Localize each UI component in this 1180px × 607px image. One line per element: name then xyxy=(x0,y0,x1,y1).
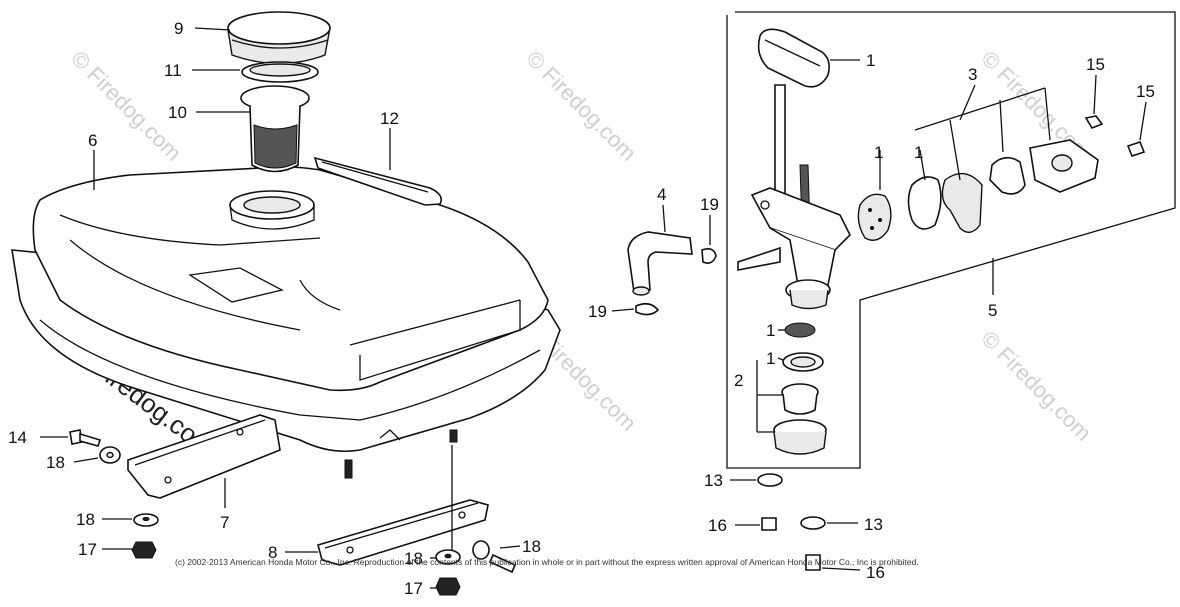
watermark-2: © Firedog.com xyxy=(521,46,641,166)
callout-5: 5 xyxy=(988,301,997,320)
clip-19b xyxy=(635,302,660,316)
washer-13a xyxy=(757,473,783,487)
callout-4: 4 xyxy=(657,185,666,204)
callout-12: 12 xyxy=(380,109,399,128)
callout-1b: 1 xyxy=(874,143,883,162)
clip-19a xyxy=(701,248,717,264)
bolt-16b xyxy=(805,554,821,571)
callout-1d: 1 xyxy=(766,321,775,340)
cap-gasket xyxy=(241,61,319,83)
callout-13a: 13 xyxy=(704,471,723,490)
screw-18 xyxy=(488,553,517,574)
fuel-valve-box xyxy=(726,11,1176,469)
callout-17a: 17 xyxy=(78,540,97,559)
callout-7: 7 xyxy=(220,513,229,532)
callout-2: 2 xyxy=(734,371,743,390)
callout-19b: 19 xyxy=(588,302,607,321)
bolt-16a xyxy=(761,517,777,531)
callout-18b: 18 xyxy=(76,510,95,529)
callout-11: 11 xyxy=(164,61,182,80)
callout-18c: 18 xyxy=(404,549,423,568)
fuel-hose xyxy=(627,231,693,296)
washer-13b xyxy=(800,516,826,530)
sediment-cup-parts xyxy=(773,322,827,455)
nut-17b xyxy=(435,577,461,596)
callout-16a: 16 xyxy=(708,516,727,535)
callout-16b: 16 xyxy=(866,563,885,582)
leader-lines xyxy=(40,27,1147,589)
tank-strap xyxy=(313,156,443,206)
filler-cap xyxy=(227,11,331,65)
callout-15a: 15 xyxy=(1086,55,1105,74)
screw-15a xyxy=(1084,115,1104,129)
fuel-strainer xyxy=(240,85,310,173)
oring-top xyxy=(757,28,830,88)
callout-1a: 1 xyxy=(866,51,875,70)
copyright-notice: (c) 2002-2013 American Honda Motor Co., … xyxy=(175,557,919,567)
washer-18d xyxy=(472,540,490,560)
callout-9: 9 xyxy=(174,19,183,38)
callout-1e: 1 xyxy=(766,349,775,368)
callout-19a: 19 xyxy=(700,195,719,214)
callout-17b: 17 xyxy=(404,579,423,598)
callout-1c: 1 xyxy=(914,143,923,162)
valve-lever-parts xyxy=(857,139,1099,241)
callout-3: 3 xyxy=(968,65,977,84)
callout-6: 6 xyxy=(88,131,97,150)
fuel-valve xyxy=(737,84,851,310)
callout-14: 14 xyxy=(8,428,27,447)
callout-13b: 13 xyxy=(864,515,883,534)
callout-10: 10 xyxy=(168,103,187,122)
screw-15b xyxy=(1126,141,1146,157)
callout-15b: 15 xyxy=(1136,82,1155,101)
fuel-tank xyxy=(11,166,561,479)
callout-18a: 18 xyxy=(46,453,65,472)
watermark-5: © Firedog.com xyxy=(976,326,1096,446)
lower-bracket xyxy=(317,499,489,566)
left-bracket xyxy=(127,414,281,499)
bolt-14 xyxy=(69,429,102,447)
callout-numbers: 9 11 10 12 6 14 18 18 7 17 8 18 18 17 4 … xyxy=(8,19,1155,598)
callout-18d: 18 xyxy=(522,537,541,556)
callout-8: 8 xyxy=(268,543,277,562)
nut-17a xyxy=(131,541,157,559)
